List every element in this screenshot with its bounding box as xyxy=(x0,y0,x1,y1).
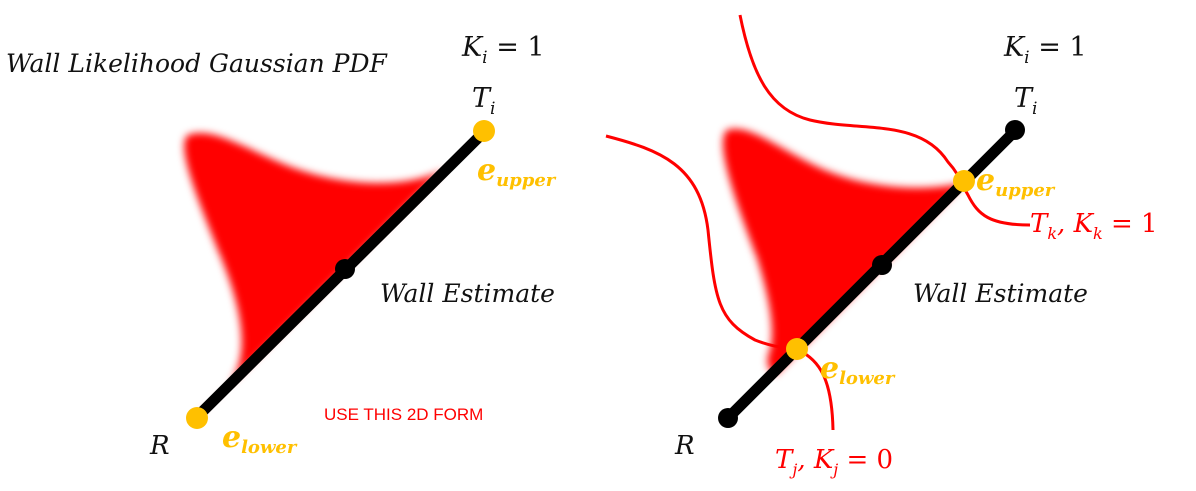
r-endpoint-right xyxy=(718,408,738,428)
tj-boundary-curve xyxy=(605,134,835,431)
e-lower-label-right: elower xyxy=(820,351,896,389)
diagram-title: Wall Likelihood Gaussian PDF xyxy=(6,49,389,78)
e-lower-label-left: elower xyxy=(222,420,298,458)
e-upper-label-right: eupper xyxy=(976,163,1056,201)
wall-estimate-point-right xyxy=(872,255,892,275)
left-panel: Wall Likelihood Gaussian PDF Ki = 1 Ti e… xyxy=(6,32,557,461)
r-label-left: R xyxy=(149,431,170,461)
wall-estimate-label-right: Wall Estimate xyxy=(913,279,1088,308)
e-upper-label-left: eupper xyxy=(477,153,557,191)
e-upper-point-right xyxy=(953,170,975,192)
r-label-right: R xyxy=(674,431,695,461)
tj-label: Tj, Kj = 0 xyxy=(775,445,893,479)
t-label-left: Ti xyxy=(472,83,495,119)
e-lower-point-right xyxy=(786,338,808,360)
gaussian-pdf-shape-right xyxy=(723,128,965,375)
e-lower-point-left xyxy=(186,407,208,429)
use-this-form-note: USE THIS 2D FORM xyxy=(324,405,483,424)
t-endpoint-right xyxy=(1005,120,1025,140)
gaussian-pdf-shape-left xyxy=(184,133,446,418)
tk-boundary-curve xyxy=(738,14,1031,227)
t-label-right: Ti xyxy=(1014,83,1037,119)
k-label-right: Ki = 1 xyxy=(1003,32,1087,68)
wall-estimate-label-left: Wall Estimate xyxy=(380,279,555,308)
right-panel: Ki = 1 Ti eupper Tk, Kk = 1 Wall Estimat… xyxy=(605,14,1158,479)
tk-label: Tk, Kk = 1 xyxy=(1030,209,1158,243)
wall-estimate-point-left xyxy=(335,259,355,279)
e-upper-point-left xyxy=(473,120,495,142)
k-label-left: Ki = 1 xyxy=(461,32,545,68)
